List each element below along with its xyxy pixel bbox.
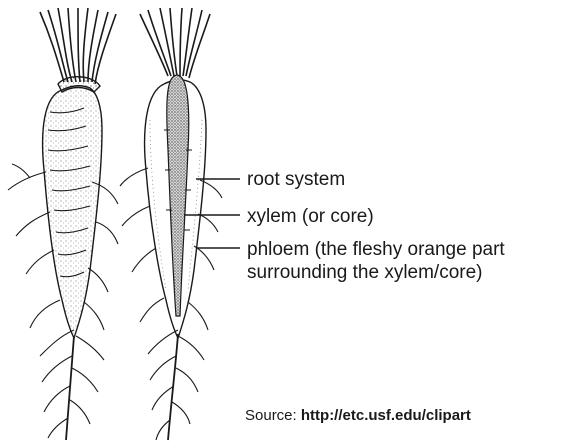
phloem-label-line-2: surrounding the xylem/core): [247, 261, 505, 284]
phloem-label-line-1: phloem (the fleshy orange part: [247, 238, 505, 261]
whole-carrot-illustration: [8, 8, 118, 440]
sectioned-carrot-illustration: [120, 8, 222, 440]
xylem-label: xylem (or core): [247, 205, 374, 228]
source-url[interactable]: http://etc.usf.edu/clipart: [301, 407, 471, 424]
whole-carrot-body: [43, 86, 102, 338]
whole-carrot-leaves: [40, 8, 116, 84]
phloem-label: phloem (the fleshy orange part surroundi…: [247, 238, 505, 284]
root-system-label: root system: [247, 168, 345, 191]
sectioned-carrot-leaves: [140, 8, 210, 78]
source-prefix: Source:: [245, 407, 301, 424]
source-credit: Source: http://etc.usf.edu/clipart: [245, 407, 471, 425]
